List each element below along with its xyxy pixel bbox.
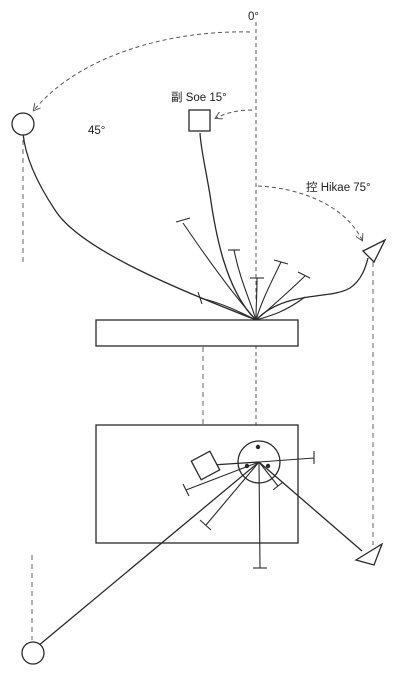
hikae-label: 控 Hikae 75° (306, 180, 371, 194)
shin-stem-plan (37, 461, 260, 647)
hikae-stem (255, 257, 369, 321)
stem-point (244, 463, 250, 469)
shin-circle-marker-plan (21, 641, 45, 665)
stem-point (265, 463, 271, 469)
vase-elevation (95, 319, 299, 347)
hikae-stem-plan (258, 461, 363, 552)
soe-stem (199, 132, 257, 321)
hikae-triangle-marker (361, 238, 387, 264)
soe-label: 副 Soe 15° (171, 91, 227, 104)
hikae-triangle-marker-plan (354, 542, 384, 566)
soe-square-marker-plan (190, 450, 221, 481)
vase-plan (95, 424, 299, 544)
shin-stem (22, 132, 257, 321)
shin-circle-marker (11, 112, 35, 136)
soe-square-marker (188, 109, 211, 132)
zero-degree-label: 0° (248, 11, 259, 23)
soe-stem-plan (211, 461, 260, 466)
hikae-angle-arc (257, 185, 362, 240)
filler-stems-plan (182, 451, 315, 569)
shin-angle-arc (34, 31, 251, 110)
shin-angle-label: 45° (88, 125, 105, 137)
stem-point (255, 444, 261, 450)
soe-angle-arc (216, 109, 253, 118)
filler-stems-elevation (175, 217, 311, 321)
